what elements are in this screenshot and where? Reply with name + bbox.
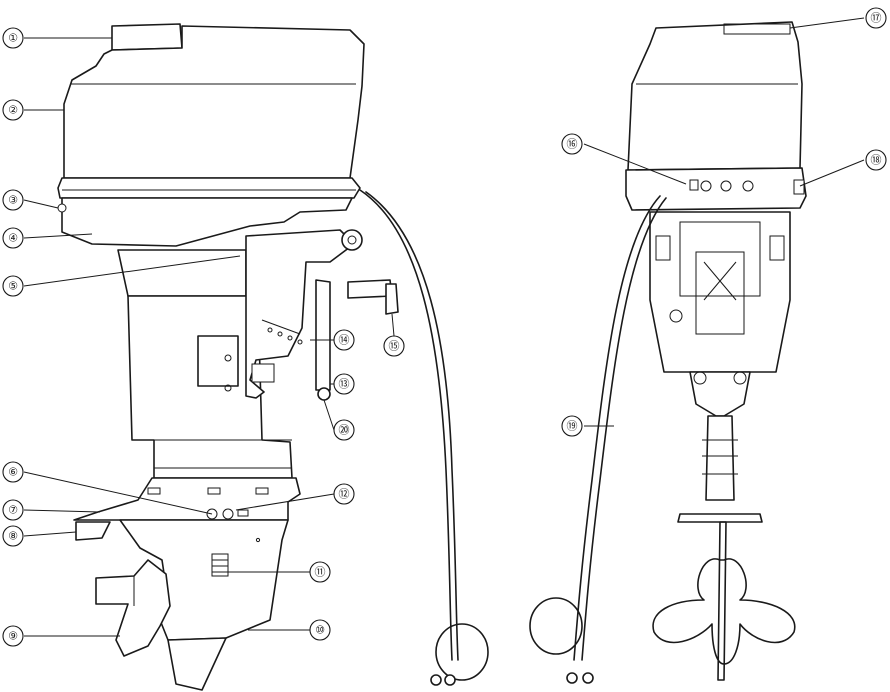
- callout-14: ⑭: [333, 329, 355, 351]
- top-cowl-cap: [111, 23, 183, 51]
- callout-3: ③: [2, 189, 24, 211]
- svg-text:⑭: ⑭: [339, 334, 350, 347]
- rear-top-cowl: [627, 21, 803, 171]
- callout-11: ⑪: [309, 561, 331, 583]
- svg-text:⑯: ⑯: [567, 138, 578, 151]
- callout-20: ⑳: [333, 419, 355, 441]
- side-view-outboard: [57, 23, 489, 691]
- svg-text:②: ②: [8, 104, 18, 117]
- callout-8: ⑧: [2, 525, 24, 547]
- callout-4: ④: [2, 227, 24, 249]
- svg-text:⑦: ⑦: [8, 504, 18, 517]
- callout-2: ②: [2, 99, 24, 121]
- top-cowl: [63, 25, 365, 179]
- callout-7: ⑦: [2, 499, 24, 521]
- svg-text:⑥: ⑥: [8, 466, 18, 479]
- callout-1: ①: [2, 27, 24, 49]
- callout-13: ⑬: [333, 373, 355, 395]
- trim-tab: [75, 521, 111, 541]
- rear-view-outboard: [529, 21, 807, 684]
- cowl-band: [57, 177, 361, 199]
- svg-text:⑬: ⑬: [339, 378, 350, 391]
- svg-text:⑧: ⑧: [8, 530, 18, 543]
- rear-midsection: [689, 371, 751, 417]
- mid-upper: [117, 249, 247, 297]
- svg-text:⑳: ⑳: [339, 424, 350, 437]
- propeller: [95, 559, 171, 657]
- callout-15: ⑮: [383, 335, 405, 357]
- battery-cable-side: [359, 189, 453, 661]
- leader-lines: [23, 17, 865, 637]
- svg-text:⑤: ⑤: [8, 280, 18, 293]
- svg-text:③: ③: [8, 194, 18, 207]
- tilt-rod: [315, 279, 331, 391]
- callout-5: ⑤: [2, 275, 24, 297]
- svg-text:⑨: ⑨: [8, 630, 18, 643]
- svg-text:⑪: ⑪: [315, 566, 326, 579]
- rear-clamp-bracket: [649, 211, 791, 373]
- callout-6: ⑥: [2, 461, 24, 483]
- svg-text:⑩: ⑩: [315, 624, 325, 637]
- svg-text:⑰: ⑰: [871, 12, 882, 25]
- svg-text:①: ①: [8, 32, 18, 45]
- callout-12: ⑫: [333, 483, 355, 505]
- callout-9: ⑨: [2, 625, 24, 647]
- svg-text:⑲: ⑲: [567, 420, 578, 433]
- callout-19: ⑲: [561, 415, 583, 437]
- anti-ventilation-plate: [73, 477, 301, 521]
- callout-18: ⑱: [865, 149, 887, 171]
- callout-10: ⑩: [309, 619, 331, 641]
- battery-cable-rear: [573, 195, 661, 661]
- svg-text:⑱: ⑱: [871, 154, 882, 167]
- callout-16: ⑯: [561, 133, 583, 155]
- svg-text:⑫: ⑫: [339, 488, 350, 501]
- lower-cowl: [61, 197, 353, 247]
- rear-cav-plate: [677, 513, 763, 523]
- svg-text:④: ④: [8, 232, 18, 245]
- svg-text:⑮: ⑮: [389, 340, 400, 353]
- skeg: [167, 637, 227, 691]
- callout-17: ⑰: [865, 7, 887, 29]
